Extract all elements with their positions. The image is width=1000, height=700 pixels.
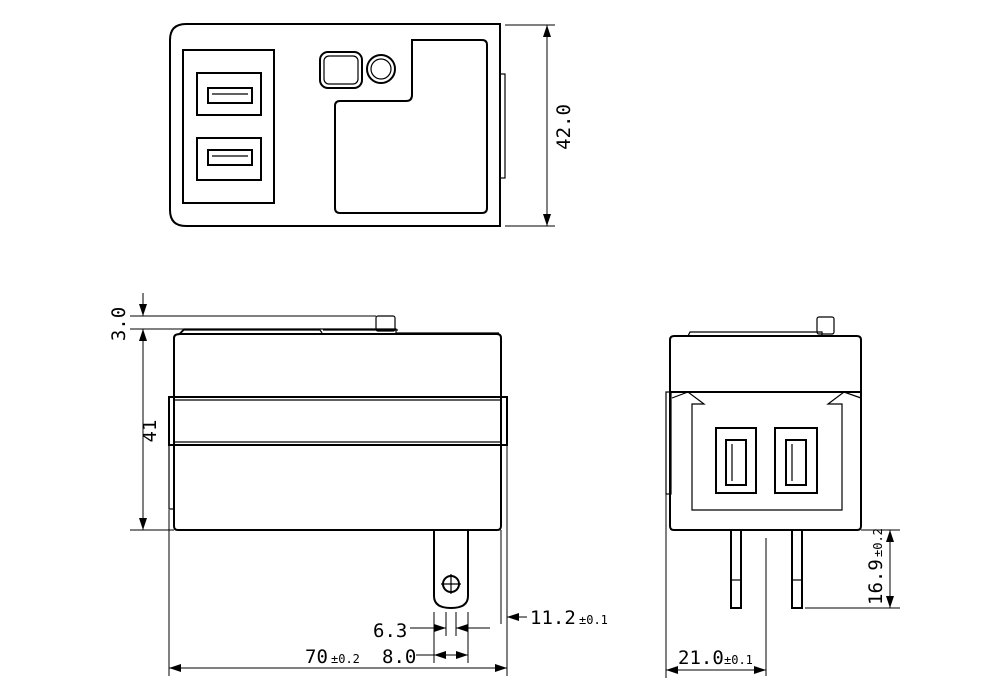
label-pin-length: 11.2 [530, 607, 576, 629]
label-side-height: 41 [139, 420, 161, 443]
label-overall-length: 70 [305, 646, 328, 668]
square-indicator [319, 51, 363, 89]
end-pins [730, 530, 803, 676]
end-button [816, 316, 835, 335]
label-end-width: 21.0 [678, 647, 724, 669]
top-view: 42.0 [169, 23, 575, 227]
label-pin-height-tol: ±0.2 [871, 528, 885, 557]
label-end-width-tol: ±0.1 [724, 653, 753, 667]
dim-overall-length: 70 ±0.2 [168, 445, 508, 676]
side-button [375, 315, 396, 332]
dim-pin: 6.3 8.0 11.2 ±0.1 [373, 530, 608, 668]
label-top-height: 42.0 [553, 104, 575, 150]
label-pin-width: 6.3 [373, 620, 407, 642]
label-pin-height: 16.9 [865, 559, 887, 605]
dim-side-height: 3.0 41 [108, 293, 376, 531]
side-view: 3.0 41 6.3 8.0 11.2 ±0.1 [108, 293, 608, 676]
label-side-offset: 3.0 [108, 307, 130, 341]
side-pin [433, 530, 469, 610]
usb-port-upper [196, 72, 262, 116]
end-view: 16.9 ±0.2 21.0 ±0.1 [665, 316, 900, 678]
label-overall-length-tol: ±0.2 [331, 652, 360, 666]
label-panel [334, 39, 488, 214]
dim-top-height: 42.0 [505, 24, 575, 227]
label-pin-length-tol: ±0.1 [579, 613, 608, 627]
dim-pin-height: 16.9 ±0.2 [805, 528, 900, 609]
end-usb-ports [715, 427, 818, 494]
dim-end-width: 21.0 ±0.1 [665, 494, 766, 678]
label-pin-spacing: 8.0 [382, 646, 416, 668]
round-led [366, 54, 396, 84]
usb-port-lower [196, 137, 262, 181]
